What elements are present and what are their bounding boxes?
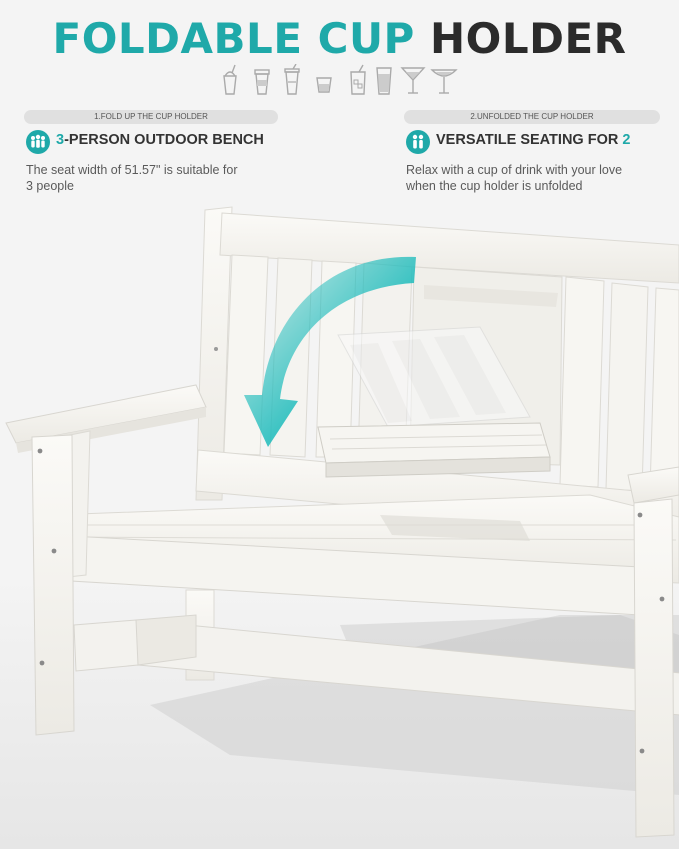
feature-description: The seat width of 51.57" is suitable for… xyxy=(26,162,238,194)
desc-line: when the cup holder is unfolded xyxy=(406,179,583,193)
feature-description: Relax with a cup of drink with your love… xyxy=(406,162,622,194)
feature-three-person: 3-PERSON OUTDOOR BENCH The seat width of… xyxy=(26,130,286,200)
feature-title-number: 3 xyxy=(56,132,65,148)
desc-line: 3 people xyxy=(26,179,74,193)
feature-title: VERSATILE SEATING FOR 2 xyxy=(436,132,630,148)
feature-title-number: 2 xyxy=(622,132,631,148)
iced-drink-icon xyxy=(284,64,300,95)
soda-glass-icon xyxy=(350,64,366,95)
feature-two-person: VERSATILE SEATING FOR 2 Relax with a cup… xyxy=(406,130,676,200)
drink-icons-row xyxy=(218,64,462,98)
three-people-icon xyxy=(26,130,50,154)
two-people-icon xyxy=(406,130,430,154)
martini-glass-icon xyxy=(430,69,458,94)
beer-glass-icon xyxy=(376,67,392,95)
cocktail-glass-icon xyxy=(400,67,426,94)
page-title: FOLDABLE CUP HOLDER xyxy=(0,14,679,63)
feature-title-text: VERSATILE SEATING FOR xyxy=(436,132,623,148)
title-teal: FOLDABLE CUP xyxy=(52,14,415,63)
milkshake-icon xyxy=(223,64,237,95)
shot-glass-icon xyxy=(316,77,332,93)
feature-title: 3-PERSON OUTDOOR BENCH xyxy=(56,132,264,148)
step-label-left: 1.FOLD UP THE CUP HOLDER xyxy=(24,110,278,124)
title-dark: HOLDER xyxy=(429,14,627,63)
white-outdoor-bench xyxy=(0,206,679,849)
step-label-right: 2.UNFOLDED THE CUP HOLDER xyxy=(404,110,660,124)
coffee-cup-icon xyxy=(254,69,270,95)
feature-title-text: -PERSON OUTDOOR BENCH xyxy=(64,132,264,148)
desc-line: Relax with a cup of drink with your love xyxy=(406,163,623,177)
desc-line: The seat width of 51.57" is suitable for xyxy=(26,163,238,177)
